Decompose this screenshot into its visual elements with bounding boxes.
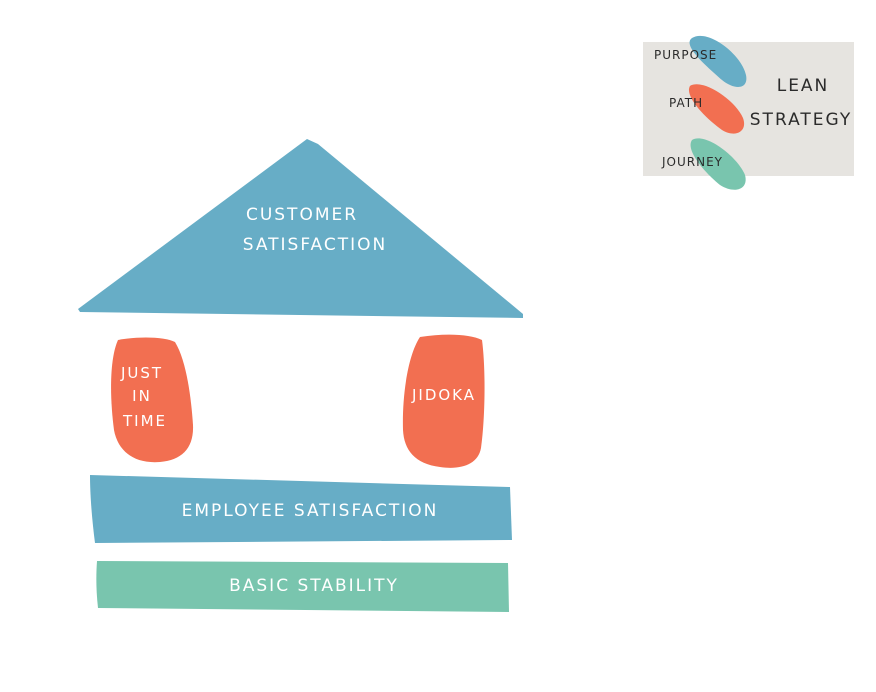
pillar-left-shape <box>111 337 194 463</box>
pillar-jidoka: JIDOKA <box>402 334 485 468</box>
legend-title-line2: STRATEGY <box>750 110 852 130</box>
floor-label: EMPLOYEE SATISFACTION <box>182 501 439 521</box>
pillar-left-label-line3: TIME <box>122 412 167 430</box>
legend-label-purpose: PURPOSE <box>654 48 717 62</box>
pillar-right-label: JIDOKA <box>411 386 476 404</box>
pillar-left-label-line1: JUST <box>120 364 163 382</box>
roof-shape <box>78 139 523 318</box>
foundation-label: BASIC STABILITY <box>229 576 399 596</box>
pillar-left-label-line2: IN <box>132 387 152 405</box>
pillar-just-in-time: JUST IN TIME <box>111 337 194 463</box>
floor-shape <box>90 475 512 543</box>
legend: PURPOSE PATH JOURNEY LEAN STRATEGY <box>643 35 854 190</box>
roof-label-line1: CUSTOMER <box>246 205 358 225</box>
legend-label-path: PATH <box>669 96 703 110</box>
legend-panel <box>643 42 854 176</box>
legend-title-line1: LEAN <box>777 76 830 96</box>
foundation-basic-stability: BASIC STABILITY <box>96 561 510 612</box>
legend-swatch-path <box>688 84 745 134</box>
legend-swatch-purpose <box>689 35 747 87</box>
roof: CUSTOMER SATISFACTION <box>78 139 523 318</box>
floor-employee-satisfaction: EMPLOYEE SATISFACTION <box>90 475 512 543</box>
legend-label-journey: JOURNEY <box>661 155 723 169</box>
legend-swatch-journey <box>690 138 746 190</box>
pillar-right-shape <box>402 334 485 468</box>
foundation-shape <box>96 561 510 612</box>
roof-label-line2: SATISFACTION <box>243 235 388 255</box>
